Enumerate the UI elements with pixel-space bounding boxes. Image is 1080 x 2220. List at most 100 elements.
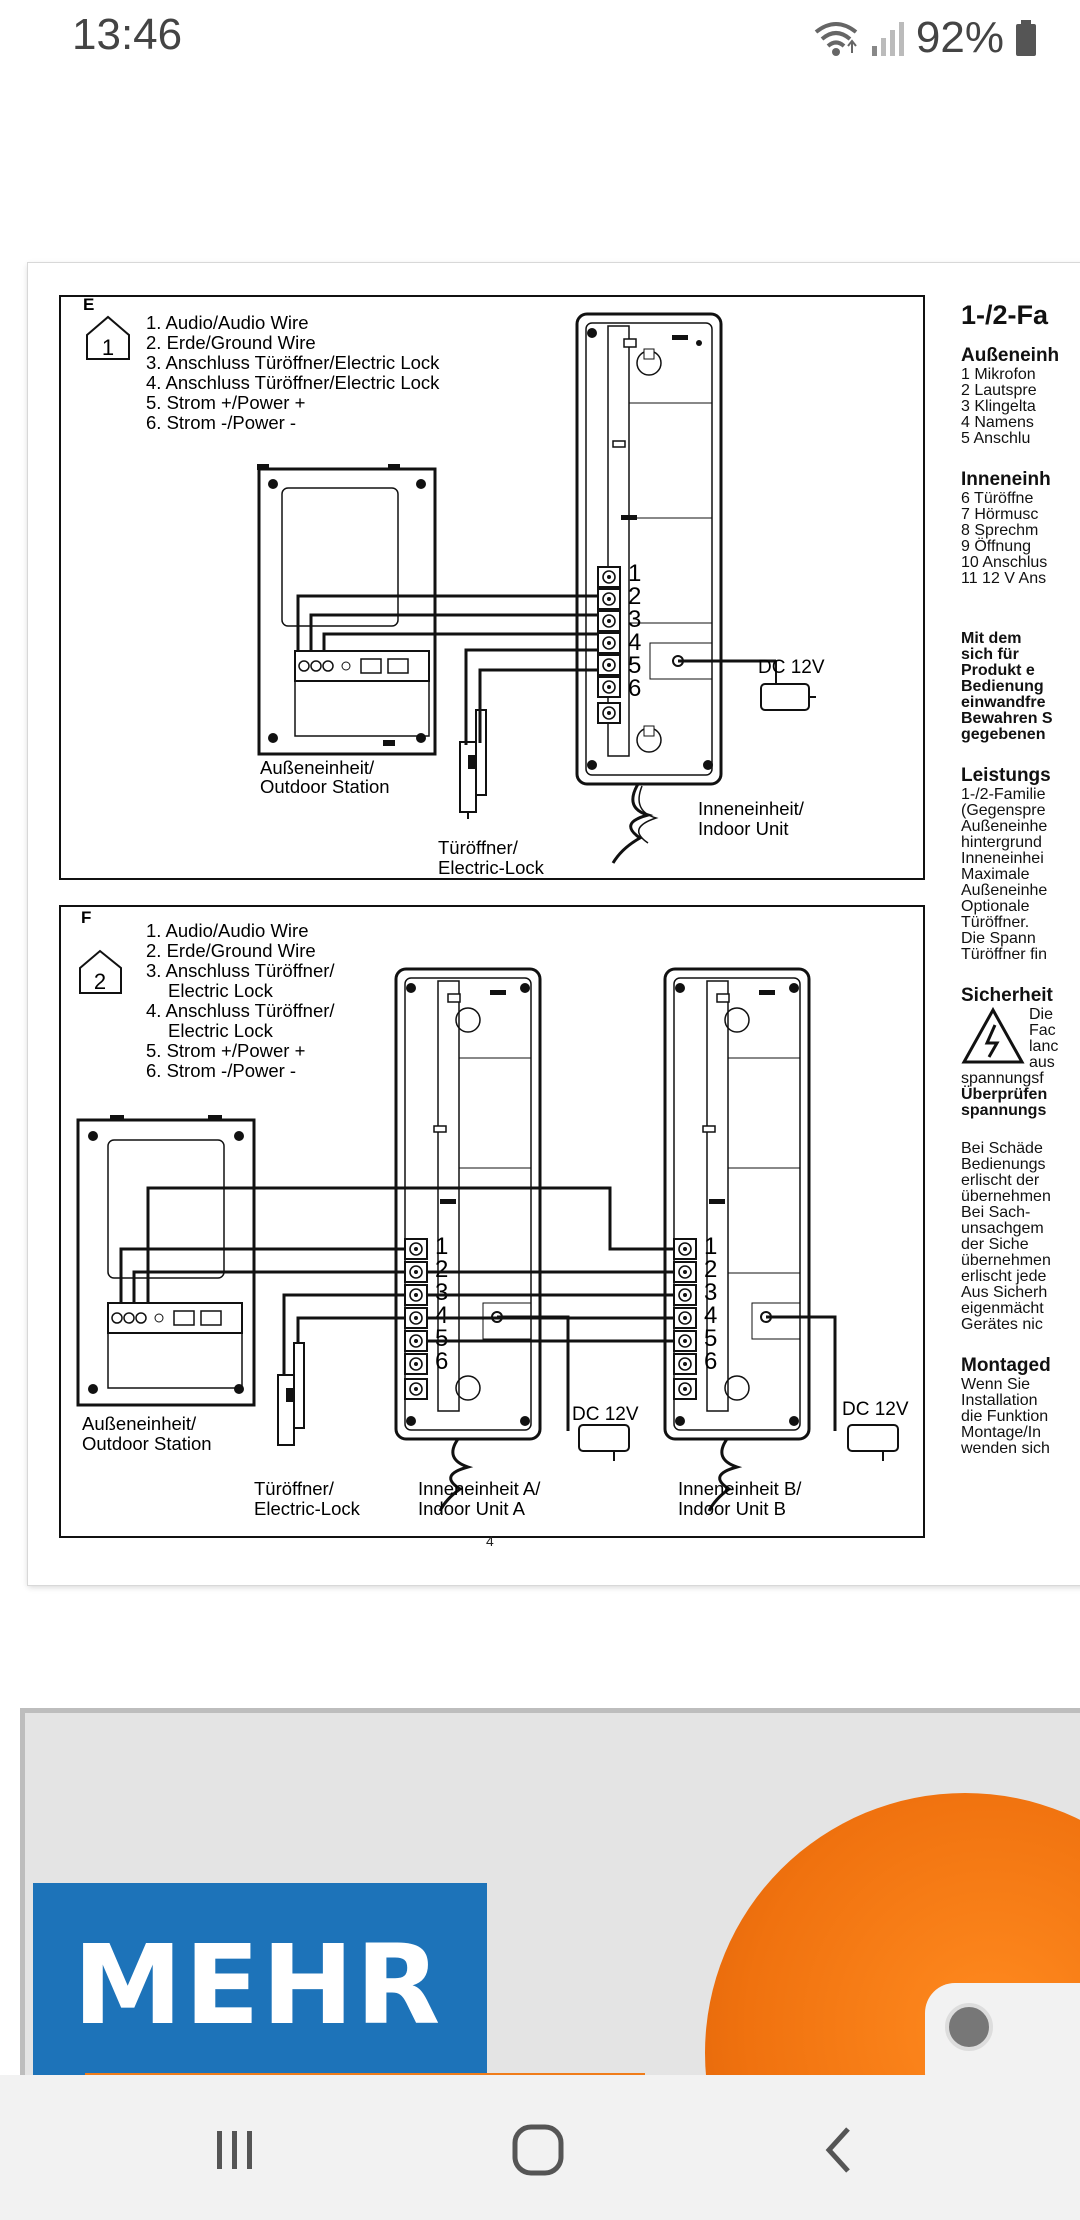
- side-bold-line: gegebenen: [961, 726, 1046, 743]
- legend-item: 6. Strom -/Power -: [146, 412, 296, 433]
- legend-item: 2. Erde/Ground Wire: [146, 332, 316, 353]
- svg-text:Outdoor Station: Outdoor Station: [82, 1433, 212, 1454]
- figure-f-frame: [59, 905, 925, 1538]
- wires: [119, 1186, 837, 1431]
- ad-banner[interactable]: MEHR: [20, 1708, 1080, 2083]
- svg-text:4: 4: [704, 1302, 717, 1329]
- side-line: (Gegenspre: [961, 802, 1046, 819]
- outdoor-station-label: Außeneinheit/ Outdoor Station: [82, 1413, 212, 1454]
- side-heading: Leistungs: [961, 765, 1051, 786]
- svg-text:Indoor Unit A: Indoor Unit A: [418, 1498, 526, 1519]
- dc-adapter-b: [847, 1424, 899, 1461]
- battery-icon: [1016, 20, 1036, 56]
- side-line: Bei Sach-: [961, 1204, 1031, 1221]
- side-line: Die Spann: [961, 930, 1036, 947]
- side-line: spannungsf: [961, 1070, 1044, 1087]
- figure-e-frame: [59, 295, 925, 880]
- side-line: Maximale: [961, 866, 1030, 883]
- side-line: erlischt der: [961, 1172, 1040, 1189]
- side-line: 3 Klingelta: [961, 398, 1036, 415]
- svg-text:4: 4: [435, 1302, 448, 1329]
- indoor-unit-b: [663, 967, 811, 1512]
- terminal-numbers-a: 1 2 3 4 5 6: [435, 1233, 448, 1375]
- svg-text:2: 2: [628, 583, 641, 610]
- figure-e-legend: 1. Audio/Audio Wire 2. Erde/Ground Wire …: [146, 312, 440, 433]
- side-bold-line: sich für: [961, 646, 1019, 663]
- legend-item: 3. Anschluss Türöffner/Electric Lock: [146, 352, 440, 373]
- document-page[interactable]: E 1 1. Audio/Audio Wire 2. Erde/Ground W…: [28, 263, 1080, 1585]
- side-line: Aus Sicherh: [961, 1284, 1048, 1301]
- side-line: wenden sich: [961, 1440, 1050, 1457]
- legend-item: 5. Strom +/Power +: [146, 392, 305, 413]
- side-line: 10 Anschlus: [961, 554, 1048, 571]
- side-line: Wenn Sie: [961, 1376, 1031, 1393]
- home-button[interactable]: [498, 2115, 578, 2185]
- svg-text:4: 4: [628, 629, 641, 656]
- side-line: 2 Lautspre: [961, 382, 1037, 399]
- svg-text:Outdoor Station: Outdoor Station: [260, 776, 390, 797]
- svg-text:Außeneinheit/: Außeneinheit/: [82, 1413, 197, 1434]
- dc-label-b: DC 12V: [842, 1399, 909, 1420]
- side-line: 7 Hörmusc: [961, 506, 1039, 523]
- ad-product-bolt: [945, 2003, 993, 2051]
- warning-icon: [961, 1007, 1025, 1064]
- figure-f-badge: 2: [94, 969, 106, 994]
- svg-text:5: 5: [435, 1325, 448, 1352]
- side-heading: Montaged: [961, 1355, 1051, 1376]
- side-line: 1 Mikrofon: [961, 366, 1036, 383]
- side-line: Türöffner fin: [961, 946, 1047, 963]
- side-line: Fac: [1029, 1022, 1056, 1039]
- indoor-unit: [575, 312, 723, 864]
- side-line: lanc: [1029, 1038, 1059, 1055]
- side-line: 5 Anschlu: [961, 430, 1031, 447]
- wifi-icon: [814, 22, 858, 56]
- svg-text:2: 2: [435, 1256, 448, 1283]
- side-line: der Siche: [961, 1236, 1029, 1253]
- ad-brand-box[interactable]: MEHR: [33, 1883, 487, 2083]
- recent-apps-icon: [217, 2131, 252, 2169]
- side-line: übernehmen: [961, 1252, 1051, 1269]
- side-line: Außeneinhe: [961, 818, 1048, 835]
- indoor-unit-a: [394, 967, 542, 1512]
- svg-text:1: 1: [704, 1233, 717, 1260]
- svg-text:2: 2: [704, 1256, 717, 1283]
- side-line: 9 Öffnung: [961, 538, 1031, 555]
- svg-text:3: 3: [704, 1279, 717, 1306]
- svg-text:Türöffner/: Türöffner/: [254, 1478, 335, 1499]
- side-heading: Sicherheit: [961, 985, 1053, 1006]
- legend-item: Electric Lock: [168, 1020, 274, 1041]
- figure-e-letter: E: [83, 295, 94, 314]
- side-line: aus: [1029, 1054, 1055, 1071]
- outdoor-station: [257, 464, 437, 756]
- svg-text:Inneneinheit A/: Inneneinheit A/: [418, 1478, 541, 1499]
- recent-apps-button[interactable]: [195, 2115, 275, 2185]
- legend-item: 5. Strom +/Power +: [146, 1040, 305, 1061]
- legend-item: 3. Anschluss Türöffner/: [146, 960, 335, 981]
- side-line: Außeneinhe: [961, 882, 1048, 899]
- svg-text:Electric-Lock: Electric-Lock: [438, 857, 545, 878]
- warning-block: Die Fac lanc aus: [961, 1007, 1080, 1071]
- outdoor-station-label: Außeneinheit/ Outdoor Station: [260, 757, 390, 797]
- page-number: 4: [486, 1533, 494, 1549]
- side-line: Die: [1029, 1006, 1054, 1023]
- side-bold-line: Überprüfen: [961, 1086, 1048, 1103]
- back-button[interactable]: [800, 2115, 880, 2185]
- side-line: eigenmächt: [961, 1300, 1044, 1317]
- svg-text:6: 6: [435, 1348, 448, 1375]
- battery-level: 92%: [915, 13, 1004, 62]
- wiring-figures: E 1 1. Audio/Audio Wire 2. Erde/Ground W…: [59, 295, 925, 1538]
- indoor-unit-label: Inneneinheit/ Indoor Unit: [698, 798, 805, 839]
- side-line: übernehmen: [961, 1188, 1051, 1205]
- svg-text:Inneneinheit B/: Inneneinheit B/: [678, 1478, 802, 1499]
- legend-item: Electric Lock: [168, 980, 274, 1001]
- svg-text:Electric-Lock: Electric-Lock: [254, 1498, 361, 1519]
- dc-adapter-a: [578, 1424, 630, 1461]
- figure-e-badge: 1: [102, 335, 114, 360]
- legend-item: 4. Anschluss Türöffner/: [146, 1000, 335, 1021]
- figure-e: E 1 1. Audio/Audio Wire 2. Erde/Ground W…: [59, 295, 925, 880]
- electric-lock: [459, 709, 487, 819]
- side-line: die Funktion: [961, 1408, 1049, 1425]
- side-line: Optionale: [961, 898, 1030, 915]
- figure-f-letter: F: [81, 908, 91, 927]
- side-bold-line: Mit dem: [961, 630, 1022, 647]
